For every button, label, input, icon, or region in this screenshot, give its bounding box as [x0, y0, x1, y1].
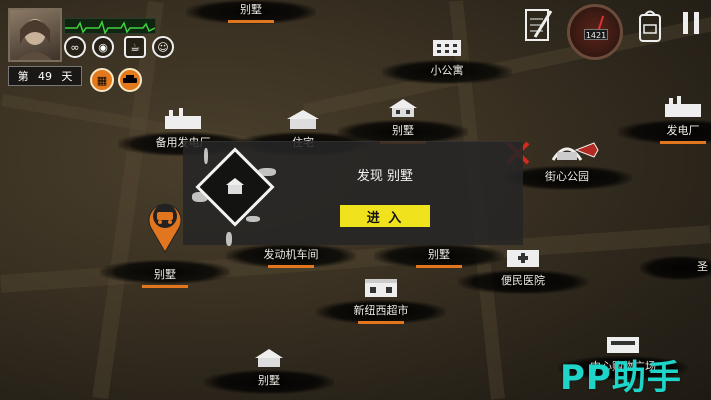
status-buff-vehicle[interactable] — [118, 68, 142, 92]
enter-button[interactable]: 进 入 — [340, 205, 430, 227]
smiley-face-icon: ☺ — [157, 40, 169, 54]
time-clock[interactable]: 1421 — [567, 4, 623, 60]
house-building-icon — [287, 110, 319, 129]
supermarket-building-icon — [365, 279, 397, 297]
location-progress-bar — [142, 285, 188, 288]
hospital-building-icon — [507, 250, 539, 267]
apartment-building-icon — [433, 40, 461, 56]
map-pin-car-icon — [148, 203, 182, 253]
dialog-title: 发现 别墅 — [356, 169, 414, 184]
park-gate-icon — [551, 147, 583, 161]
location-name: 发电厂 — [666, 124, 700, 137]
villa-building-icon — [389, 99, 417, 117]
location-name: 别墅 — [392, 124, 414, 137]
flag-icon — [574, 142, 599, 158]
location-new-york-west-market[interactable]: 新纽西超市 — [316, 276, 446, 324]
location-villa-left[interactable]: 别墅 — [100, 198, 230, 288]
location-shopping-center[interactable]: 中心购物广场 — [558, 332, 688, 380]
hunger-stat[interactable]: ∞ — [64, 36, 86, 58]
day-number: 49 — [37, 69, 52, 83]
backpack-icon — [639, 10, 661, 42]
location-central-park[interactable]: 街心公园 — [502, 138, 632, 190]
heartbeat-icon — [65, 19, 156, 35]
location-name: 别墅 — [240, 3, 262, 16]
location-name: 圣 — [697, 260, 708, 273]
water-drop-icon: ◉ — [98, 40, 108, 54]
location-power-plant[interactable]: 发电厂 — [618, 96, 711, 144]
location-villa-bottom[interactable]: 别墅 — [204, 346, 334, 394]
notebook-pencil-icon — [525, 9, 553, 41]
day-prefix: 第 — [17, 70, 29, 83]
location-progress-bar — [358, 321, 404, 324]
player-avatar[interactable] — [8, 8, 62, 62]
location-name: 街心公园 — [545, 170, 589, 183]
location-name: 别墅 — [258, 374, 280, 387]
location-name: 小公寓 — [430, 64, 464, 77]
day-counter: 第 49 天 — [8, 66, 82, 86]
backpack-icon: ▦ — [96, 73, 108, 87]
survivor-portrait-icon — [18, 19, 52, 60]
mood-stat[interactable]: ☺ — [152, 36, 174, 58]
location-progress-bar — [416, 265, 462, 268]
location-name: 别墅 — [428, 248, 450, 261]
location-name: 便民医院 — [501, 274, 545, 287]
location-progress-bar — [268, 265, 314, 268]
location-small-apartment[interactable]: 小公寓 — [382, 36, 512, 84]
fatigue-stat[interactable]: ☕ — [124, 36, 146, 58]
clock-time: 1421 — [584, 29, 608, 40]
location-villa-center[interactable]: 别墅 — [374, 244, 504, 268]
factory-building-icon — [665, 96, 701, 117]
location-villa-top[interactable]: 别墅 — [186, 0, 316, 24]
location-edge[interactable]: 圣 — [640, 256, 711, 280]
pause-icon — [683, 12, 699, 34]
location-name: 发动机车间 — [263, 248, 319, 261]
mall-building-icon — [607, 337, 639, 353]
backpack-button[interactable] — [634, 6, 666, 46]
heartbeat-bar — [64, 18, 156, 35]
location-progress-bar — [228, 20, 274, 23]
thirst-stat[interactable]: ◉ — [92, 36, 114, 58]
location-convenience-hospital[interactable]: 便民医院 — [458, 246, 588, 294]
status-buff-backpack[interactable]: ▦ — [90, 68, 114, 92]
car-icon — [123, 75, 137, 83]
location-engine-room[interactable]: 发动机车间 — [226, 244, 356, 268]
pp-assistant-watermark: PP助手 — [560, 358, 682, 398]
location-progress-bar — [660, 141, 706, 144]
location-name: 新纽西超市 — [353, 304, 409, 317]
location-emblem — [190, 138, 280, 248]
factory-building-icon — [165, 108, 201, 129]
villa-building-icon — [255, 349, 283, 367]
pause-button[interactable] — [678, 6, 704, 40]
stomach-icon: ∞ — [70, 40, 80, 54]
location-name: 中心购物广场 — [590, 360, 656, 373]
location-name: 别墅 — [154, 268, 176, 281]
notes-button[interactable] — [522, 6, 554, 44]
cup-icon: ☕ — [130, 40, 140, 54]
day-suffix: 天 — [61, 70, 73, 83]
villa-building-icon — [226, 178, 244, 194]
